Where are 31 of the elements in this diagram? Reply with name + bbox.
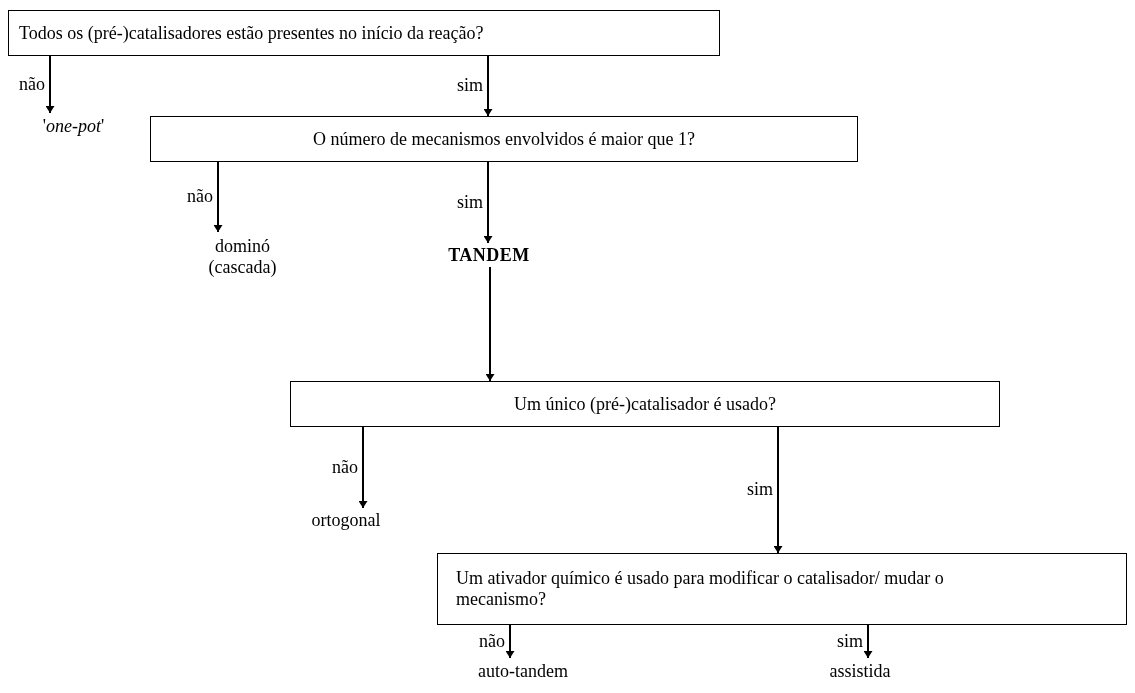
question-text: Um único (pré-)catalisador é usado? bbox=[514, 393, 776, 415]
outcome-text: dominó (cascada) bbox=[207, 236, 278, 278]
edge-label: sim bbox=[747, 480, 773, 498]
arrow bbox=[484, 55, 492, 117]
edge-label: não bbox=[332, 457, 358, 476]
question-box bbox=[437, 553, 1127, 625]
outcome-text: 'one-pot' bbox=[42, 115, 105, 137]
question-box bbox=[150, 116, 858, 162]
edge-label: sim bbox=[457, 192, 483, 211]
edge-label: sim bbox=[457, 76, 483, 94]
question-text: Todos os (pré-)catalisadores estão presentes no início da reação? bbox=[19, 22, 484, 44]
arrow bbox=[214, 161, 222, 233]
arrow bbox=[359, 426, 367, 509]
edge-label: não bbox=[19, 74, 45, 93]
arrow bbox=[774, 426, 782, 554]
edge-label: não bbox=[187, 187, 213, 205]
edge-label: não bbox=[479, 631, 505, 650]
arrow bbox=[864, 624, 872, 659]
arrow bbox=[46, 55, 54, 114]
question-box bbox=[290, 381, 1000, 427]
arrow bbox=[484, 161, 492, 244]
question-box bbox=[8, 10, 720, 56]
arrow bbox=[506, 624, 514, 659]
outcome-text: assistida bbox=[829, 660, 891, 682]
edge-label: sim bbox=[837, 631, 863, 650]
arrow bbox=[486, 266, 494, 382]
outcome-text: auto-tandem bbox=[478, 660, 568, 682]
question-text: Um ativador químico é usado para modificar o catalisador/ mudar o mecanismo? bbox=[456, 568, 945, 610]
outcome-text: TANDEM bbox=[448, 244, 530, 266]
question-text: O número de mecanismos envolvidos é maior que 1? bbox=[313, 128, 695, 150]
outcome-text: ortogonal bbox=[311, 509, 381, 531]
